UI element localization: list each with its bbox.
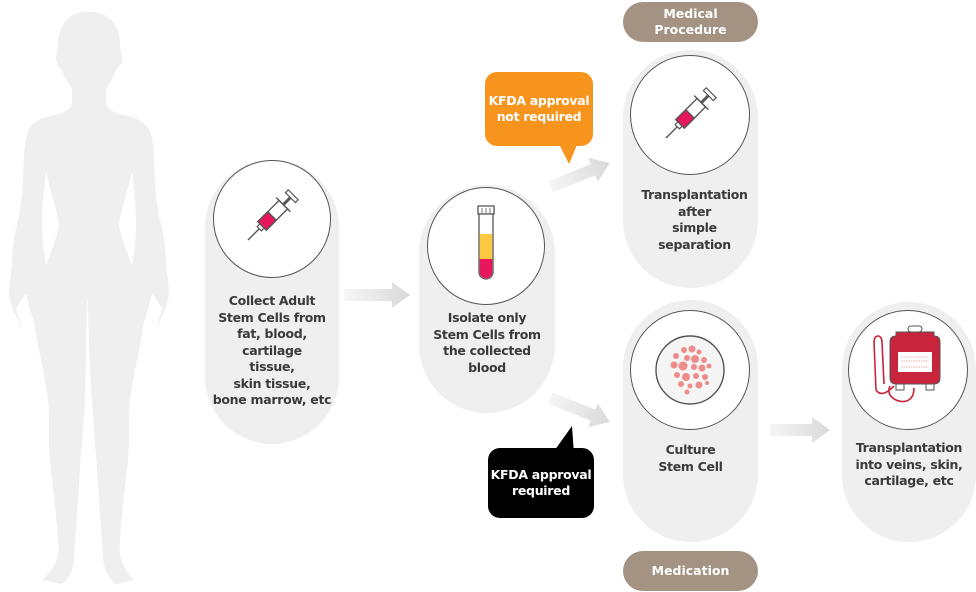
label-line: Isolate only: [447, 310, 527, 325]
label-line: cartilage: [242, 342, 302, 358]
kfda-not-required-callout: KFDA approval not required: [485, 72, 593, 146]
callout-tail: [557, 140, 579, 164]
label-line: Stem Cells from: [218, 309, 326, 325]
tag-text: Medication: [651, 563, 730, 578]
tag-line: Medical: [663, 6, 718, 21]
medication-tag: Medication: [623, 551, 758, 591]
callout-line: KFDA approval: [488, 93, 590, 108]
arrow-isolate-to-simple: [548, 157, 610, 193]
kfda-required-callout: KFDA approval required: [488, 448, 594, 518]
cell-cluster: [670, 345, 712, 395]
label-line: the collected: [443, 343, 531, 358]
label-line: into veins, skin,: [855, 456, 963, 472]
petri-dish-icon: [655, 335, 725, 405]
label-line: Stem Cell: [658, 458, 723, 474]
test-tube-icon: [477, 205, 495, 280]
label-line: Transplantation: [641, 187, 748, 202]
label-line: tissue,: [249, 359, 295, 374]
label-line: Culture: [665, 442, 716, 457]
label-line: Transplantation: [855, 440, 963, 455]
step-vein-transplant-label: Transplantation into veins, skin, cartil…: [842, 440, 976, 490]
label-line: blood: [468, 359, 506, 375]
step-culture-label: Culture Stem Cell: [623, 442, 758, 475]
tag-line: Procedure: [654, 22, 727, 37]
label-line: skin tissue,: [233, 375, 311, 391]
label-line: simple: [672, 220, 717, 235]
blood-bag-icon: [873, 325, 941, 403]
label-line: cartilage, etc: [864, 473, 954, 488]
arrow-isolate-to-culture: [548, 392, 610, 428]
label-line: Collect Adult: [228, 293, 316, 308]
arrow-culture-to-vein: [770, 417, 830, 443]
label-line: after: [678, 203, 711, 219]
step-collect-label: Collect Adult Stem Cells from fat, blood…: [205, 293, 339, 409]
label-line: separation: [658, 236, 731, 252]
label-line: fat, blood,: [237, 326, 307, 341]
human-silhouette-icon: [9, 12, 169, 584]
step-simple-transplant-label: Transplantation after simple separation: [623, 187, 766, 253]
syringe-icon: [247, 188, 300, 241]
label-line: Stem Cells from: [433, 326, 541, 342]
arrow-collect-to-isolate: [344, 282, 410, 308]
label-line: bone marrow, etc: [212, 392, 332, 407]
step-isolate-label: Isolate only Stem Cells from the collect…: [419, 310, 555, 376]
callout-line: not required: [496, 109, 582, 124]
syringe-icon: [665, 86, 718, 139]
callout-line: KFDA approval: [490, 467, 592, 482]
medical-procedure-tag: Medical Procedure: [623, 2, 758, 42]
callout-tail: [552, 426, 574, 454]
callout-line: required: [512, 483, 570, 498]
